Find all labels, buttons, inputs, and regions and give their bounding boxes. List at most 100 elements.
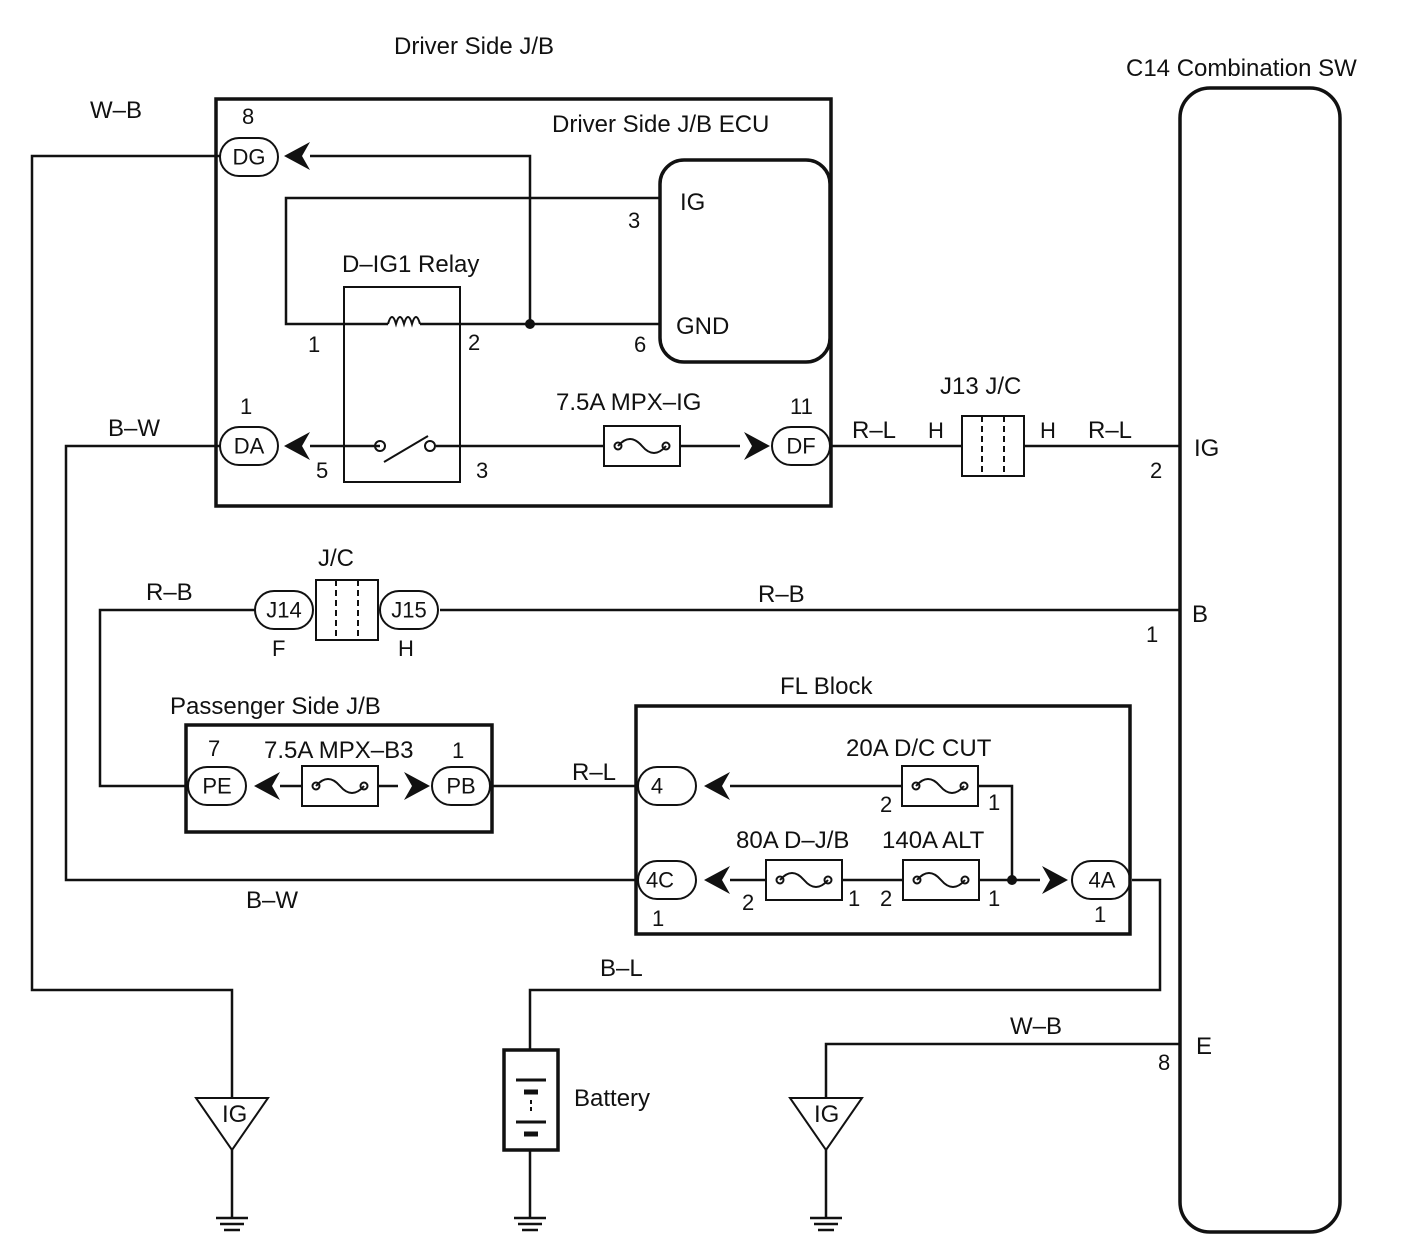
svg-text:4A: 4A — [1089, 868, 1116, 893]
pin-relay-3: 3 — [476, 458, 488, 483]
wire-dg-internal — [310, 154, 532, 324]
connector-j15: J15 — [379, 590, 439, 630]
pin-4a: 1 — [1094, 902, 1106, 927]
fuse-mpx-b3-label: 7.5A MPX–B3 — [264, 737, 413, 764]
driver-jb-label: Driver Side J/B — [394, 33, 554, 60]
pin-relay-5: 5 — [316, 458, 328, 483]
svg-text:PB: PB — [446, 774, 475, 799]
ground-ig-right — [788, 1097, 864, 1232]
pin-djb-2: 2 — [742, 890, 754, 915]
svg-text:DG: DG — [233, 145, 266, 170]
svg-text:4C: 4C — [646, 868, 674, 893]
wire-label-bw-top: B–W — [108, 415, 160, 442]
pin-ecu-gnd: 6 — [634, 332, 646, 357]
ecu-box — [658, 158, 832, 364]
wire-label-bw-bottom: B–W — [246, 887, 298, 914]
fuse-dc-cut-label: 20A D/C CUT — [846, 735, 992, 762]
fuse-mpx-b3 — [301, 765, 379, 807]
sw-e-terminal: E — [1196, 1033, 1212, 1060]
pin-j13-right: H — [1040, 418, 1056, 443]
fuse-mpx-ig — [603, 425, 681, 467]
pin-dc-cut-2: 2 — [880, 792, 892, 817]
relay-coil — [387, 316, 421, 328]
connector-df: DF — [771, 426, 831, 466]
fuse-alt-label: 140A ALT — [882, 827, 985, 854]
svg-text:J15: J15 — [391, 598, 426, 623]
connector-da: DA — [219, 426, 279, 466]
combination-sw-label: C14 Combination SW — [1126, 55, 1357, 82]
ground-battery — [514, 1216, 546, 1232]
wire-bw-left — [64, 444, 638, 882]
svg-text:4: 4 — [651, 774, 663, 799]
connector-4: 4 — [637, 766, 697, 806]
fuse-mpx-ig-label: 7.5A MPX–IG — [556, 389, 701, 416]
svg-text:DF: DF — [786, 434, 815, 459]
ground-ig-left — [194, 1097, 270, 1232]
jc-junction — [315, 579, 379, 641]
connector-pe: PE — [187, 766, 247, 806]
wire-label-wb-bottom: W–B — [1010, 1013, 1062, 1040]
fuse-djb — [765, 859, 843, 901]
fl-block-box — [634, 704, 1132, 936]
pin-pb: 1 — [452, 738, 464, 763]
pin-dc-cut-1: 1 — [988, 790, 1000, 815]
pin-j15: H — [398, 636, 414, 661]
pin-alt-1: 1 — [988, 886, 1000, 911]
pin-pe: 7 — [208, 736, 220, 761]
jc-label: J/C — [318, 545, 354, 572]
pin-sw-e: 8 — [1158, 1050, 1170, 1075]
fuse-dc-cut — [901, 765, 979, 807]
wire-wb-left — [30, 154, 234, 1098]
j13-label: J13 J/C — [940, 373, 1021, 400]
wire-bl — [528, 878, 1162, 1050]
fuse-djb-label: 80A D–J/B — [736, 827, 849, 854]
wire-label-bl: B–L — [600, 955, 643, 982]
pin-dg: 8 — [242, 104, 254, 129]
battery-label: Battery — [574, 1085, 650, 1112]
pin-j13-left: H — [928, 418, 944, 443]
ecu-ig-terminal: IG — [680, 189, 705, 216]
wire-label-rl-pb: R–L — [572, 759, 616, 786]
relay-box — [343, 286, 461, 483]
connector-4c: 4C — [637, 860, 697, 900]
wire-wb-bottom — [824, 1042, 1180, 1098]
svg-text:PE: PE — [202, 774, 231, 799]
connector-j14: J14 — [254, 590, 314, 630]
pin-relay-1: 1 — [308, 332, 320, 357]
wire-label-rl-sw: R–L — [1088, 417, 1132, 444]
pin-da: 1 — [240, 394, 252, 419]
j13-junction — [961, 415, 1025, 477]
pin-4c: 1 — [652, 906, 664, 931]
wire-label-wb-top: W–B — [90, 97, 142, 124]
svg-text:DA: DA — [234, 434, 265, 459]
wire-label-rb-right: R–B — [758, 581, 805, 608]
pin-alt-2: 2 — [880, 886, 892, 911]
passenger-jb-label: Passenger Side J/B — [170, 693, 381, 720]
pin-df: 11 — [790, 394, 813, 419]
pin-j14: F — [272, 636, 285, 661]
pin-sw-ig: 2 — [1150, 458, 1162, 483]
relay-label: D–IG1 Relay — [342, 251, 479, 278]
ecu-gnd-terminal: GND — [676, 313, 729, 340]
sw-ig-terminal: IG — [1194, 435, 1219, 462]
wire-label-rb-left: R–B — [146, 579, 193, 606]
connector-4a: 4A — [1071, 860, 1131, 900]
connector-dg: DG — [219, 137, 279, 177]
relay-switch — [383, 435, 429, 463]
driver-ecu-label: Driver Side J/B ECU — [552, 111, 769, 138]
wire-label-rl-df: R–L — [852, 417, 896, 444]
pin-sw-b: 1 — [1146, 622, 1158, 647]
pin-ecu-ig: 3 — [628, 208, 640, 233]
sw-b-terminal: B — [1192, 601, 1208, 628]
fl-block-label: FL Block — [780, 673, 873, 700]
svg-text:J14: J14 — [266, 598, 301, 623]
pin-djb-1: 1 — [848, 886, 860, 911]
passenger-jb-box — [184, 723, 494, 834]
ground-ig-right-label: IG — [814, 1101, 839, 1128]
pin-relay-2: 2 — [468, 330, 480, 355]
connector-pb: PB — [431, 766, 491, 806]
wire-rb-left — [98, 608, 255, 788]
ground-ig-left-label: IG — [222, 1101, 247, 1128]
combination-sw-box — [1178, 86, 1342, 1234]
